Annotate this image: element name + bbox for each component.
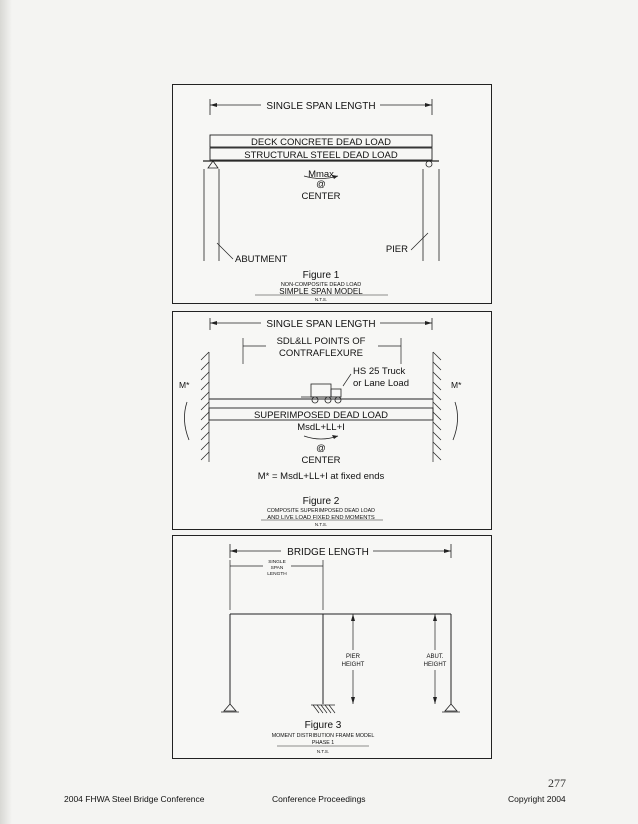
fig1-sub1: NON-COMPOSITE DEAD LOAD	[281, 282, 361, 288]
fig3-pier-line2: HEIGHT	[342, 662, 365, 668]
fig2-load: SUPERIMPOSED DEAD LOAD	[254, 410, 388, 421]
fig1-abutment: ABUTMENT	[235, 254, 287, 265]
fig1-load-steel: STRUCTURAL STEEL DEAD LOAD	[244, 150, 398, 161]
footer-copyright: Copyright 2004	[508, 794, 566, 804]
footer-conference: 2004 FHWA Steel Bridge Conference	[64, 794, 205, 804]
fig2-sub1: COMPOSITE SUPERIMPOSED DEAD LOAD	[267, 508, 375, 514]
fig2-points-line1: SDL&LL POINTS OF	[277, 336, 366, 347]
fixed-wall-left	[200, 351, 210, 462]
figure-3-frame: BRIDGE LENGTH SINGLE SPAN LENGTH PIER	[172, 535, 492, 759]
fig1-load-deck: DECK CONCRETE DEAD LOAD	[251, 137, 391, 148]
fig1-moment: Mmax	[308, 169, 334, 180]
fig3-single-line2: SPAN	[271, 565, 284, 571]
figure-1-drawing: SINGLE SPAN LENGTH DECK CONCRETE DEAD LO…	[203, 99, 440, 302]
figure-2-drawing: SINGLE SPAN LENGTH SDL&LL POINTS OF CONT…	[179, 318, 462, 527]
fig1-at: @	[316, 179, 326, 190]
fig2-at: @	[316, 443, 326, 454]
fig3-title: Figure 3	[305, 720, 342, 731]
fig2-equation: M* = MsdL+LL+I at fixed ends	[258, 471, 385, 482]
fig1-nts: N.T.S.	[315, 297, 327, 302]
fig2-center: CENTER	[301, 455, 340, 466]
fig3-single-line3: LENGTH	[267, 571, 287, 577]
fig3-abut-line2: HEIGHT	[424, 662, 447, 668]
fig3-pier-line1: PIER	[346, 654, 361, 660]
fig2-nts: N.T.S.	[315, 522, 327, 527]
fig2-moment-left: M*	[179, 380, 190, 390]
fig3-sub2: PHASE 1	[312, 740, 334, 746]
fig1-center: CENTER	[301, 191, 340, 202]
fig1-sub2: SIMPLE SPAN MODEL	[279, 287, 363, 296]
fig3-dim-label: BRIDGE LENGTH	[287, 547, 369, 558]
fig2-moment: MsdL+LL+I	[297, 422, 345, 433]
fig3-sub1: MOMENT DISTRIBUTION FRAME MODEL	[272, 733, 375, 739]
truck-icon	[301, 383, 342, 404]
footer-proceedings: Conference Proceedings	[272, 794, 366, 804]
fig2-truck-line1: HS 25 Truck	[353, 366, 406, 377]
figure-3-drawing: BRIDGE LENGTH SINGLE SPAN LENGTH PIER	[221, 544, 460, 754]
fixed-base-pier	[311, 704, 336, 714]
figure-2-frame: SINGLE SPAN LENGTH SDL&LL POINTS OF CONT…	[172, 311, 492, 530]
fig2-truck-line2: or Lane Load	[353, 378, 409, 389]
page-edge-shadow	[0, 0, 12, 824]
fig2-moment-right: M*	[451, 380, 462, 390]
fig1-title: Figure 1	[303, 270, 340, 281]
fixed-wall-right	[432, 351, 442, 462]
fig3-single-line1: SINGLE	[268, 559, 286, 565]
fig1-pier: PIER	[386, 244, 408, 255]
fig3-nts: N.T.S.	[317, 749, 329, 754]
fig2-sub2: AND LIVE LOAD FIXED END MOMENTS	[267, 515, 375, 521]
page-number: 277	[548, 776, 566, 790]
figure-1-frame: SINGLE SPAN LENGTH DECK CONCRETE DEAD LO…	[172, 84, 492, 304]
fig1-dim-label: SINGLE SPAN LENGTH	[266, 101, 375, 112]
fig2-title: Figure 2	[303, 496, 340, 507]
fig2-dim-label: SINGLE SPAN LENGTH	[266, 319, 375, 330]
fig2-points-line2: CONTRAFLEXURE	[279, 348, 363, 359]
fig3-abut-line1: ABUT.	[426, 654, 443, 660]
